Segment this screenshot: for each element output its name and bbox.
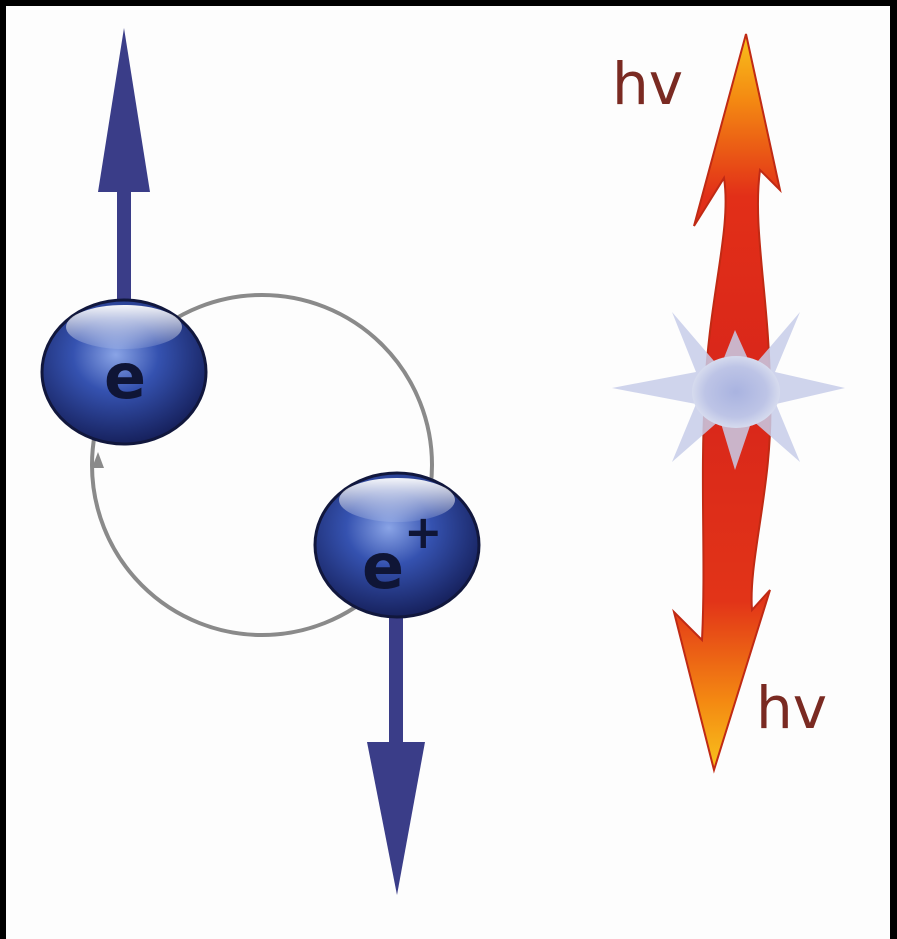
electron-label: e — [104, 340, 146, 413]
orbit-circle — [90, 293, 434, 637]
orbit-arrow-tick — [92, 452, 104, 468]
positron-label: e — [362, 530, 404, 603]
photon-arrow-down — [672, 394, 772, 774]
positron-superscript: + — [404, 505, 443, 559]
electron-spin-arrow — [98, 28, 150, 315]
photon-label-bottom: hv — [756, 674, 827, 742]
annihilation-burst — [612, 312, 845, 470]
electron-sphere: e — [40, 298, 208, 446]
positron-sphere: e + — [313, 471, 481, 619]
positron-spin-arrow — [367, 600, 425, 895]
photon-label-top: hv — [612, 50, 683, 118]
